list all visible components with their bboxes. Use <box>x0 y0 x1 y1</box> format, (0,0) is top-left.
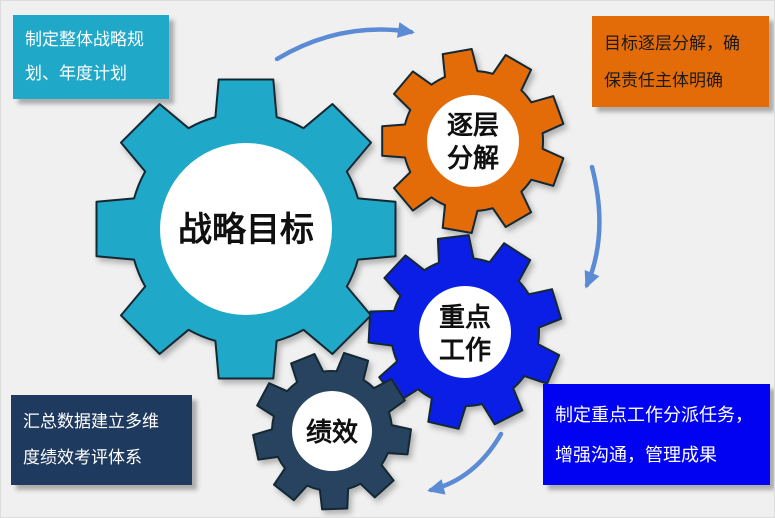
gear-performance-label: 绩效 <box>306 417 358 447</box>
note-text-line: 度绩效考评体系 <box>23 448 142 467</box>
gear-strategy-label: 战略目标 <box>178 211 314 249</box>
note-goal-decomposition: 目标逐层分解，确 保责任主体明确 <box>592 16 769 107</box>
gear-key-work: 重点 工作 <box>367 234 563 430</box>
gear-decompose-label-line1: 逐层 <box>447 110 499 140</box>
note-text-line: 划、年度计划 <box>25 64 127 83</box>
note-text-line: 汇总数据建立多维 <box>23 412 159 431</box>
arrow-strategy-to-decompose <box>274 22 415 62</box>
flow-arrows <box>274 22 602 495</box>
note-task-assignment: 制定重点工作分派任务， 增强沟通，管理成果 <box>543 384 770 485</box>
gear-decompose-label-line2: 分解 <box>447 143 499 173</box>
gear-performance-hub <box>292 391 372 471</box>
gear-key-work-label-line1: 重点 <box>439 302 491 332</box>
note-text-line: 保责任主体明确 <box>604 70 723 90</box>
note-text-line: 制定整体战略规 <box>25 30 144 49</box>
arrow-key-work-to-performance <box>427 431 504 495</box>
note-performance-evaluation: 汇总数据建立多维 度绩效考评体系 <box>11 395 192 485</box>
gear-key-work-label-line2: 工作 <box>439 335 491 365</box>
gear-decompose: 逐层 分解 <box>381 48 565 234</box>
gear-strategy-hub <box>160 143 332 315</box>
note-text-line: 增强沟通，管理成果 <box>555 444 717 465</box>
gear-strategy: 战略目标 <box>95 78 397 380</box>
arrow-decompose-to-key-work <box>584 164 602 289</box>
gear-decompose-hub <box>427 95 519 187</box>
gear-key-work-hub <box>419 286 511 378</box>
note-text-line: 制定重点工作分派任务， <box>555 404 753 425</box>
note-text-line: 目标逐层分解，确 <box>604 33 740 53</box>
gear-performance: 绩效 <box>252 351 412 511</box>
note-strategy-planning: 制定整体战略规 划、年度计划 <box>13 15 169 99</box>
